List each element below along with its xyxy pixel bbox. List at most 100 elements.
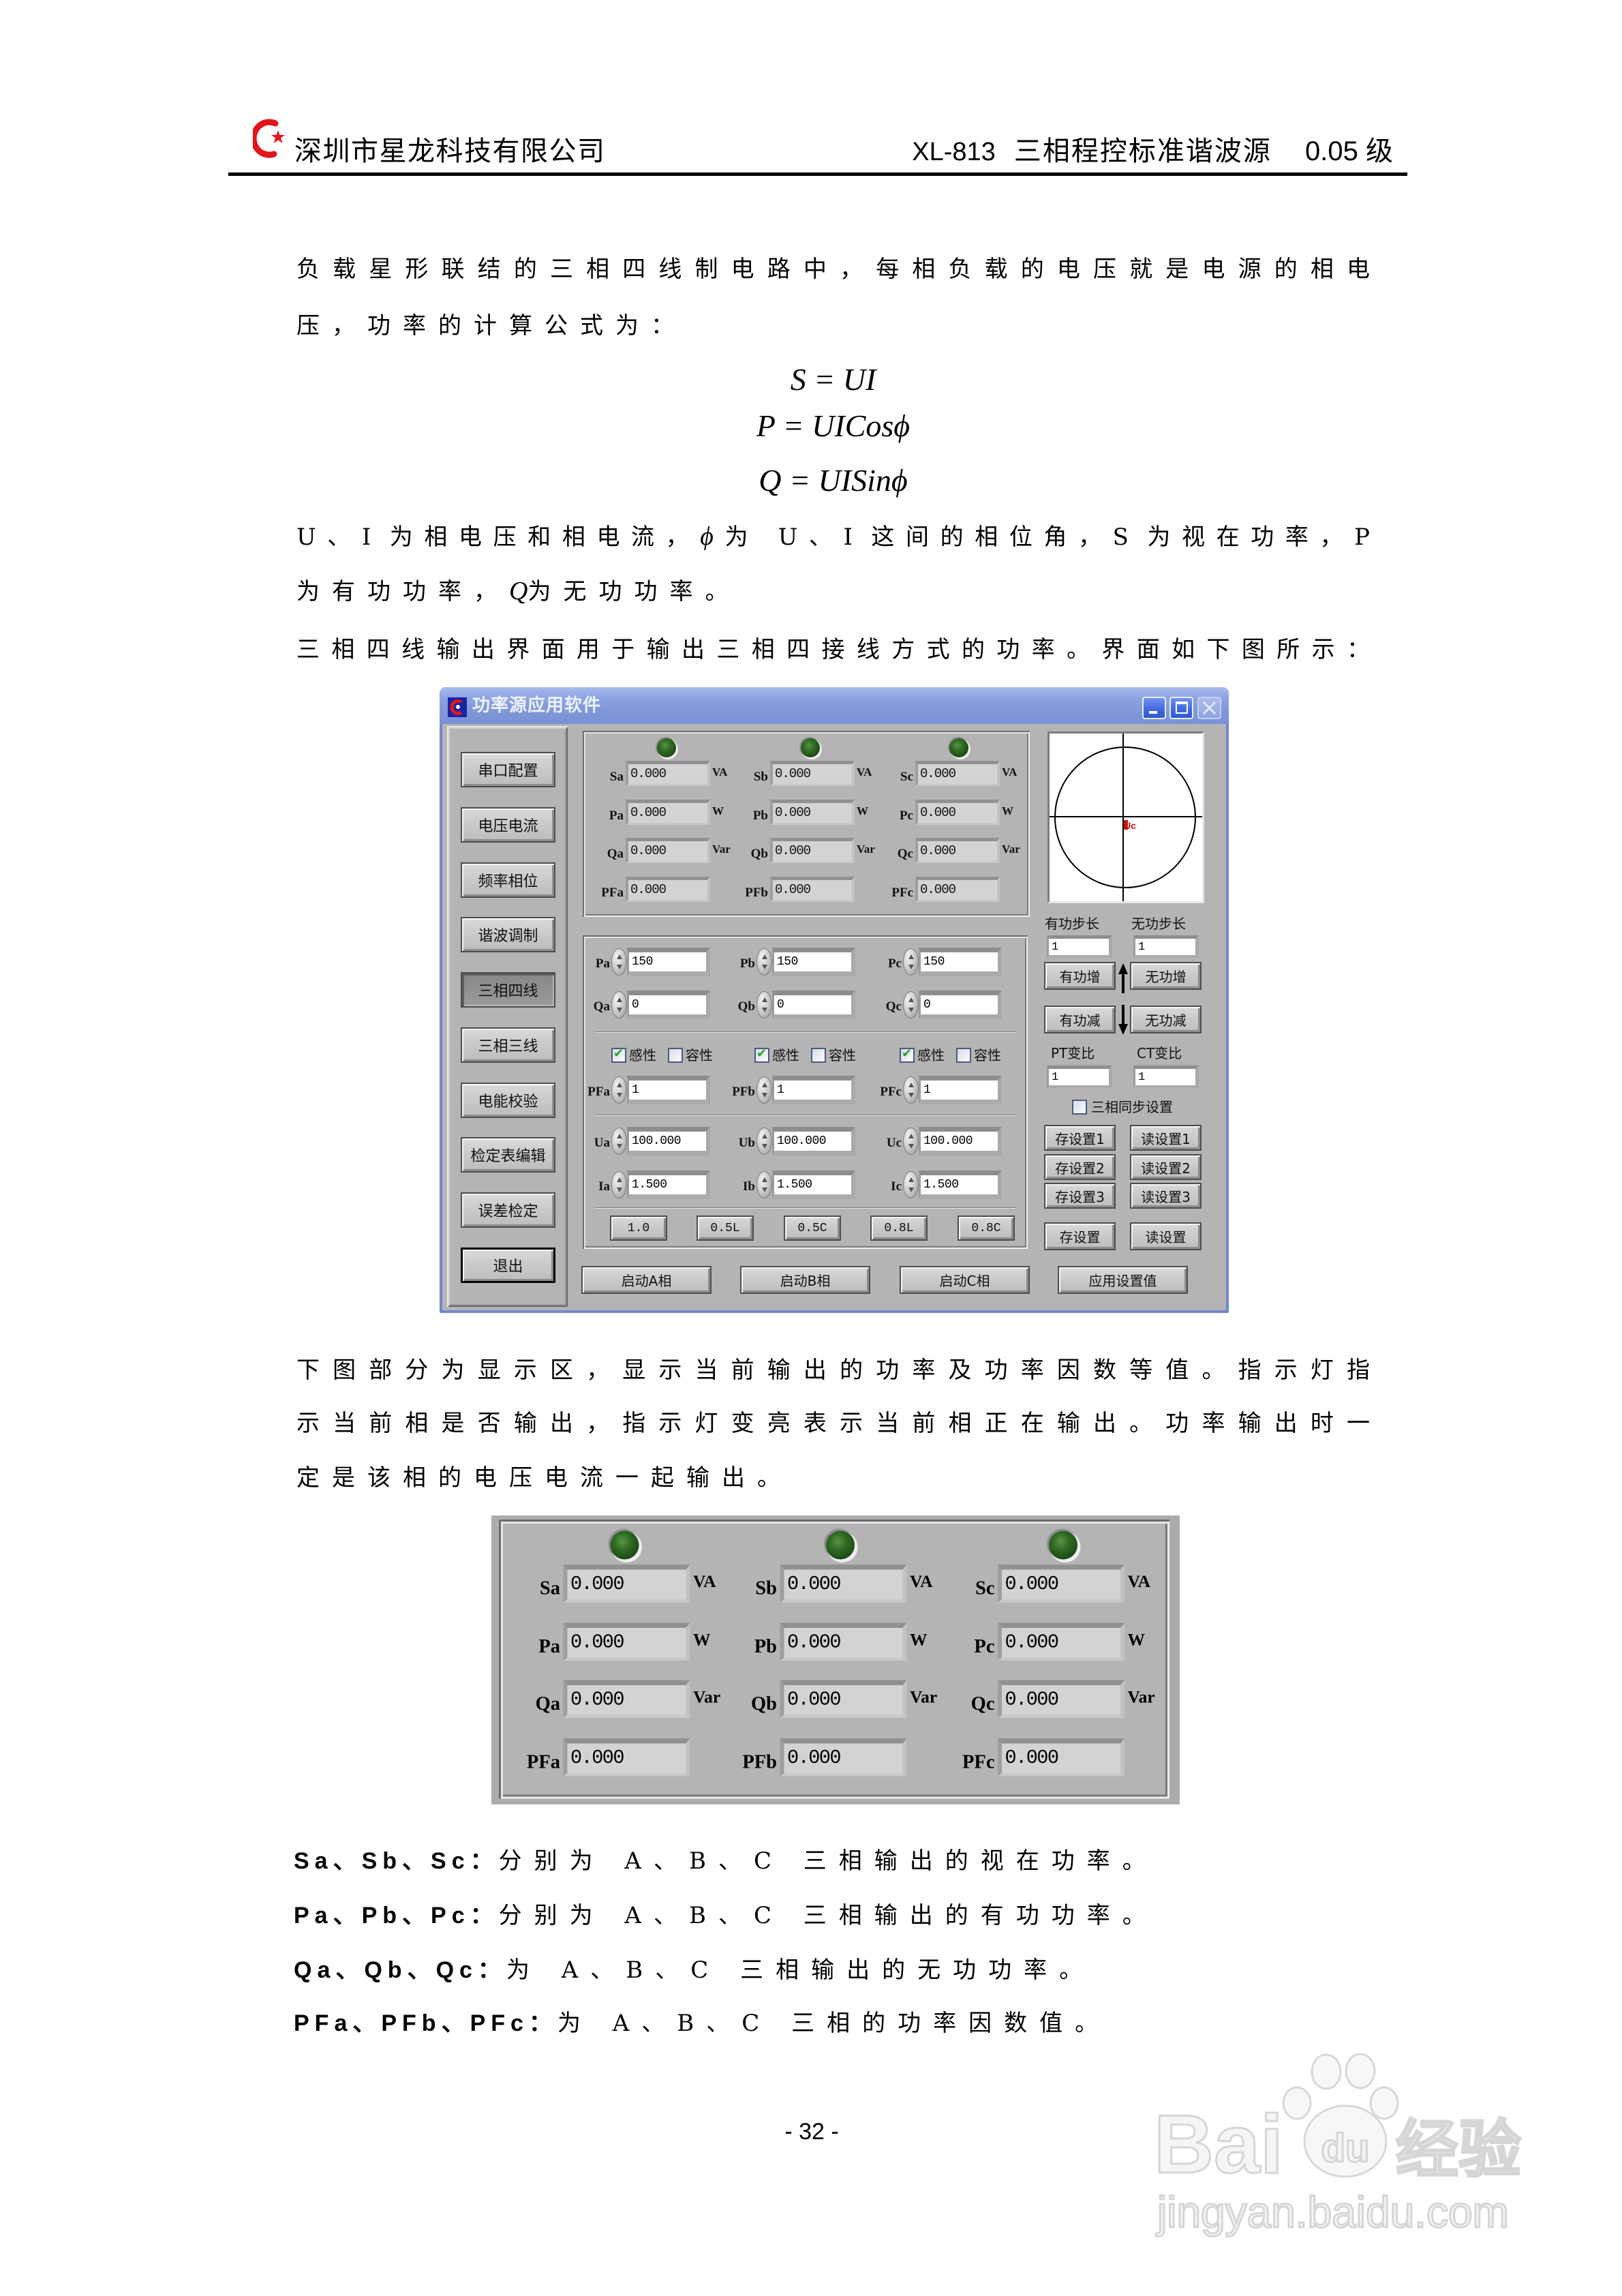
sidebar-button-three-phase-four-wire[interactable]: 三相四线 <box>461 972 555 1008</box>
start-phase-b-button[interactable]: 启动B相 <box>740 1266 870 1294</box>
pb-setting-label: Pb <box>739 956 755 971</box>
qc-unit: Var <box>1002 843 1020 856</box>
interface-intro: 三相四线输出界面用于输出三相四接线方式的功率。界面如下图所示： <box>296 636 1370 663</box>
ia-input[interactable] <box>627 1170 710 1199</box>
sidebar-button-three-phase-three-wire[interactable]: 三相三线 <box>461 1027 555 1063</box>
phase-c-inductive-checkbox[interactable] <box>900 1046 915 1063</box>
sidebar-button-harmonic-modulation[interactable]: 谐波调制 <box>461 917 555 952</box>
pt-ratio-input[interactable] <box>1047 1066 1112 1088</box>
sidebar-button-serial-config[interactable]: 串口配置 <box>461 752 555 787</box>
ib-input[interactable] <box>772 1170 855 1199</box>
qb-unit: Var <box>857 843 875 856</box>
sidebar-button-frequency-phase[interactable]: 频率相位 <box>461 862 555 898</box>
pfb-spinner[interactable] <box>756 1076 772 1104</box>
ib-spinner[interactable] <box>756 1171 772 1198</box>
sidebar-button-voltage-current[interactable]: 电压电流 <box>461 807 555 843</box>
pfc-setting-label: PFc <box>880 1085 902 1099</box>
uc-input[interactable] <box>919 1127 1002 1155</box>
qb-input[interactable] <box>772 991 855 1019</box>
ct-ratio-input[interactable] <box>1133 1066 1199 1088</box>
pf-preset-button-0-8c[interactable]: 0.8C <box>958 1215 1015 1241</box>
apply-settings-button[interactable]: 应用设置值 <box>1058 1266 1188 1294</box>
save-settings-button[interactable]: 存设置 <box>1044 1222 1116 1250</box>
figure-pc-label: Pc <box>974 1636 995 1658</box>
active-power-increase-button[interactable]: 有功增 <box>1044 962 1116 990</box>
ub-input[interactable] <box>772 1127 855 1155</box>
load-settings-button[interactable]: 读设置 <box>1130 1222 1202 1250</box>
phase-b-capacitive-checkbox[interactable] <box>811 1048 826 1063</box>
figure-qc-unit: Var <box>1127 1687 1155 1707</box>
uc-spinner[interactable] <box>903 1128 919 1155</box>
ua-input[interactable] <box>627 1127 710 1155</box>
formula-reactive-power: Q = UISinϕ <box>759 463 908 498</box>
start-phase-c-button[interactable]: 启动C相 <box>900 1266 1030 1294</box>
phase-a-capacitive-label: 容性 <box>686 1047 713 1063</box>
pf-preset-button-0-5l[interactable]: 0.5L <box>697 1215 754 1241</box>
phase-c-capacitive-checkbox[interactable] <box>956 1048 971 1063</box>
pc-input[interactable] <box>919 948 1002 976</box>
sa-label: Sa <box>609 770 624 784</box>
qa-input[interactable] <box>627 991 710 1019</box>
load-preset-3-button[interactable]: 读设置3 <box>1130 1183 1202 1209</box>
pb-input[interactable] <box>772 948 855 976</box>
figure-pfa-value: 0.000 <box>563 1738 690 1777</box>
save-preset-2-button[interactable]: 存设置2 <box>1044 1154 1116 1180</box>
three-phase-sync-checkbox[interactable] <box>1072 1100 1087 1115</box>
active-step-input[interactable] <box>1047 935 1112 958</box>
sidebar-button-error-verification[interactable]: 误差检定 <box>461 1192 555 1228</box>
pfa-spinner[interactable] <box>611 1076 627 1104</box>
pf-preset-button-0-8l[interactable]: 0.8L <box>870 1215 928 1241</box>
sidebar-button-exit[interactable]: 退出 <box>461 1248 555 1283</box>
qc-spinner[interactable] <box>903 991 919 1018</box>
ua-spinner[interactable] <box>611 1128 627 1155</box>
pf-preset-button-1-0[interactable]: 1.0 <box>610 1215 667 1241</box>
pa-spinner[interactable] <box>611 948 627 976</box>
pc-spinner[interactable] <box>903 948 919 976</box>
close-button[interactable] <box>1197 697 1221 719</box>
phase-b-inductive-label: 感性 <box>772 1047 799 1063</box>
maximize-icon <box>1176 701 1188 714</box>
active-power-decrease-button[interactable]: 有功减 <box>1044 1006 1116 1033</box>
window-title-bar[interactable]: 功率源应用软件 <box>440 687 1229 724</box>
reactive-power-increase-button[interactable]: 无功增 <box>1130 962 1202 990</box>
pb-spinner[interactable] <box>756 948 772 976</box>
qc-input[interactable] <box>919 991 1002 1019</box>
start-phase-a-button[interactable]: 启动A相 <box>581 1266 711 1294</box>
qb-spinner[interactable] <box>756 991 772 1018</box>
phase-a-capacitive-checkbox[interactable] <box>668 1048 683 1063</box>
display-description-line-2: 示当前相是否输出，指示灯变亮表示当前相正在输出。功率输出时一 <box>296 1410 1370 1437</box>
reactive-step-input[interactable] <box>1133 935 1199 958</box>
load-preset-1-button[interactable]: 读设置1 <box>1130 1125 1202 1151</box>
load-preset-2-button[interactable]: 读设置2 <box>1130 1154 1202 1180</box>
figure-pfc-value: 0.000 <box>998 1738 1124 1777</box>
phase-b-inductive-checkbox[interactable] <box>754 1046 769 1063</box>
q-symbol: Q <box>509 577 528 605</box>
product-name: 三相程控标准谐波源 <box>1013 136 1272 166</box>
figure-sb-value: 0.000 <box>780 1565 907 1603</box>
pa-input[interactable] <box>627 948 710 976</box>
qa-spinner[interactable] <box>611 991 627 1018</box>
pfb-setting-label: PFb <box>732 1085 755 1099</box>
figure-qc-value: 0.000 <box>998 1680 1124 1718</box>
pfc-input[interactable] <box>919 1076 1002 1104</box>
figure-pfb-value: 0.000 <box>780 1738 907 1777</box>
phase-a-inductive-checkbox[interactable] <box>611 1046 626 1063</box>
pfa-input[interactable] <box>627 1076 710 1104</box>
ub-spinner[interactable] <box>756 1128 772 1155</box>
reactive-power-decrease-button[interactable]: 无功减 <box>1130 1006 1202 1033</box>
pfb-label: PFb <box>745 886 768 900</box>
pfc-spinner[interactable] <box>903 1076 919 1104</box>
pf-preset-button-0-5c[interactable]: 0.5C <box>784 1215 841 1241</box>
save-preset-1-button[interactable]: 存设置1 <box>1044 1125 1116 1151</box>
ia-spinner[interactable] <box>611 1171 627 1198</box>
sidebar-button-meter-table-edit[interactable]: 检定表编辑 <box>461 1137 555 1173</box>
pfb-input[interactable] <box>772 1076 855 1104</box>
ic-input[interactable] <box>919 1170 1002 1199</box>
figure-qa-label: Qa <box>535 1693 560 1715</box>
sidebar-button-energy-verification[interactable]: 电能校验 <box>461 1083 555 1118</box>
maximize-button[interactable] <box>1169 697 1193 719</box>
ic-spinner[interactable] <box>903 1171 919 1198</box>
minimize-button[interactable] <box>1142 697 1166 719</box>
save-preset-3-button[interactable]: 存设置3 <box>1044 1183 1116 1209</box>
qb-label: Qb <box>750 847 768 861</box>
